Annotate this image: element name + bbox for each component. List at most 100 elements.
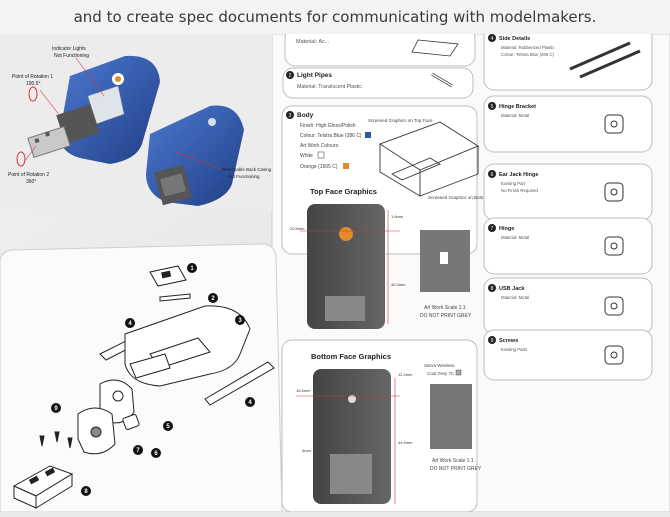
bottom-donot-label: DO NOT PRINT GREY [430,466,482,472]
top-artwork-label: Art Work Scale 1:1 [424,305,466,311]
callout-7: 7 [133,445,143,455]
device-front-render [27,55,161,164]
part-hole-icon [610,242,618,250]
body-white: White [300,153,313,159]
body-number: 3 [289,113,292,119]
top-face-drawing [300,204,400,329]
telstra-blue-swatch [365,132,371,138]
callout-number: 1 [190,266,194,272]
top-face-title: Top Face Graphics [310,187,377,196]
callout-number: 2 [211,296,215,302]
part-hole-icon [610,120,618,128]
light-pipes-material: Material: Translucent Plastic [297,84,362,90]
exploded-parts [12,265,275,509]
light-pipes-title: Light Pipes [297,72,332,79]
part-icon [604,296,624,316]
spec-item-title: Hinge [499,226,514,232]
part-icon [604,114,624,134]
removable-back-label: Removable Back Casing [222,167,272,172]
spec-item-line1: Material: Rubberized Plastic [501,45,555,50]
rotation2-title: Point of Rotation 2 [8,172,49,178]
light-pipes-number: 2 [289,73,292,79]
cool-grey-label: Cool Grey 7C [427,371,455,376]
spec-item-number: 4 [491,36,494,42]
callout-number: 6 [154,451,158,457]
spec-item-line2: Colour: Telstra Blue (286 C) [501,52,555,57]
bottom-artwork-swatch [430,384,472,449]
device-back-render [146,105,244,206]
body-title: Body [297,112,314,119]
bottom-dim-3: 44.9mm [398,440,413,445]
rotation1-angle: 190.5° [26,81,41,87]
orange-swatch [343,163,349,169]
bottom-dim-4: 3mm [302,448,312,453]
render-photo-panel: Indicator Lights Not Functioning Point o… [0,34,272,210]
rotation1-title: Point of Rotation 1 [12,74,53,80]
spec-sheet: Material: Ac... 2 Light Pipes Material: … [271,27,670,513]
body-line-drawing [379,121,479,197]
top-dim-3: 40.3mm [391,282,406,287]
callout-number: 5 [166,424,170,430]
bottom-dim-2: 15.6mm [296,388,311,393]
spec-item-title: Ear Jack Hinge [499,172,538,178]
rotation2-angle: 360° [26,179,36,185]
part-icon [604,236,624,256]
body-artwork-colours: Art Work Colours: [300,143,339,149]
spec-item-title: Screws [499,338,518,344]
top-donot-label: DO NOT PRINT GREY [420,313,472,319]
callout-number: 4 [128,321,132,327]
side-rail-icon [569,41,631,71]
spec-item-line1: Material: Metal [501,113,529,118]
spec-item-title: USB Jack [499,286,525,292]
callout-2: 2 [208,293,218,303]
spec-item-number: 7 [491,226,494,232]
scene-svg: Material: Ac... 2 Light Pipes Material: … [0,27,670,513]
body-finish: Finish: High Gloss/Polish [300,123,356,129]
spec-item-line2: No Finish Required [501,188,538,193]
body-colour: Colour: Telstra Blue (286 C) [300,133,362,139]
callout-number: 4 [248,400,252,406]
screened-top-note: Screened Graphics on Top Face [368,118,433,123]
bottom-dim-1: 12.2mm [398,372,413,377]
material-top-label: Material: Ac... [296,39,330,45]
spec-item-line1: Material: Metal [501,235,529,240]
indicator-lights-label: Indicator Lights [52,46,86,52]
spec-item-number: 5 [491,104,494,110]
photo-annotations [16,57,221,170]
spec-item-title: Side Details [499,36,530,42]
spec-item-title: Hinge Bracket [499,104,536,110]
callout-3: 3 [235,315,245,325]
callout-6: 6 [151,448,161,458]
side-rail-icon [579,49,641,79]
top-dim-1: 20.5mm [290,226,305,231]
bottom-face-title: Bottom Face Graphics [311,352,391,361]
spec-item-number: 8 [491,286,494,292]
presentation-scene: Material: Ac... 2 Light Pipes Material: … [0,27,670,513]
bottom-artwork-label: Art Work Scale 1:1 [432,458,474,464]
top-dim-2: 1.6mm [391,214,404,219]
callout-1: 1 [187,263,197,273]
callout-number: 9 [54,406,58,412]
spec-item-line1: Existing Parts [501,347,527,352]
callout-4: 4 [245,397,255,407]
spec-item-number: 6 [491,172,494,178]
part-icon [604,345,624,365]
part-hole-icon [610,188,618,196]
callout-9: 9 [51,403,61,413]
callout-5: 5 [163,421,173,431]
spec-item-line1: Material: Metal [501,295,529,300]
part-icon [604,182,624,202]
caption: and to create spec documents for communi… [0,0,670,34]
part-hole-icon [610,351,618,359]
part-hole-icon [610,302,618,310]
spec-item-line1: Existing Part [501,181,526,186]
bottom-face-drawing [296,369,400,504]
